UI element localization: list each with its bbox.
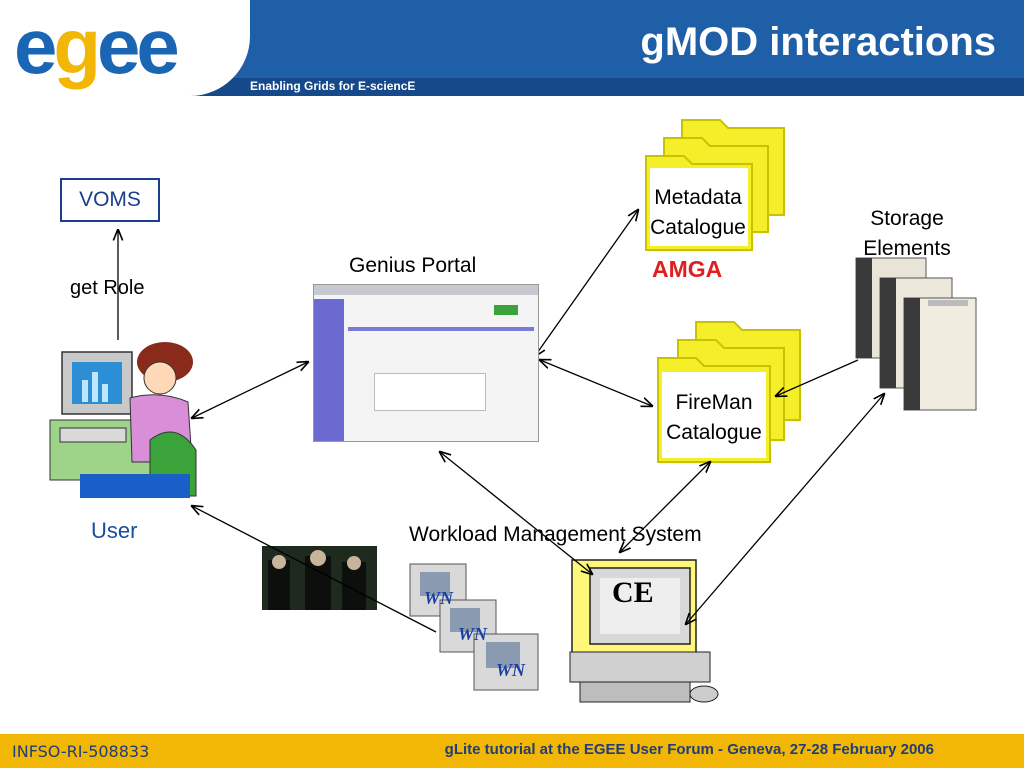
tagline: Enabling Grids for E-sciencE [250, 79, 416, 93]
arrow-portal-ce [440, 452, 592, 574]
ce-label: CE [612, 576, 654, 609]
arrow-wn-user [192, 506, 437, 633]
arrow-ce-storage [686, 394, 884, 624]
metadata-catalogue-label: Metadata Catalogue [650, 186, 746, 239]
wn-label-1: WN [424, 588, 454, 608]
genius-portal-label: Genius Portal [349, 254, 477, 277]
footer-event: gLite tutorial at the EGEE User Forum - … [444, 741, 934, 758]
ce-computer-icon [569, 559, 719, 703]
footer: INFSO-RI-508833 gLite tutorial at the EG… [0, 734, 1024, 768]
user-workstation-icon [49, 342, 197, 498]
workload-management-label: Workload Management System [409, 523, 702, 546]
arrow-user-portal [192, 362, 308, 418]
metadata-folder-icon [645, 119, 785, 251]
voms-box: VOMS [60, 178, 160, 222]
agents-photo [262, 546, 377, 610]
worker-node-icon [409, 563, 539, 691]
footer-project-id: INFSO-RI-508833 [12, 742, 150, 761]
logo-text: egee [14, 2, 180, 90]
arrow-portal-fireman [540, 360, 652, 406]
genius-portal-screenshot [313, 284, 539, 442]
wn-label-2: WN [458, 624, 488, 644]
header: egee Enabling Grids for E-sciencE gMOD i… [0, 0, 1024, 96]
get-role-label: get Role [70, 277, 145, 299]
connection-arrows [118, 210, 884, 633]
user-label: User [91, 518, 138, 543]
arrow-fireman-storage [776, 359, 859, 396]
amga-label: AMGA [652, 256, 723, 282]
arrow-portal-metadata [535, 210, 638, 356]
fireman-catalogue-label: FireMan Catalogue [666, 391, 762, 444]
egee-logo: egee [0, 0, 250, 96]
storage-elements-label: Storage Elements [863, 207, 951, 260]
page-title: gMOD interactions [640, 20, 996, 64]
header-band [0, 78, 1024, 96]
wn-label-3: WN [496, 660, 526, 680]
storage-server-icon [855, 257, 977, 411]
